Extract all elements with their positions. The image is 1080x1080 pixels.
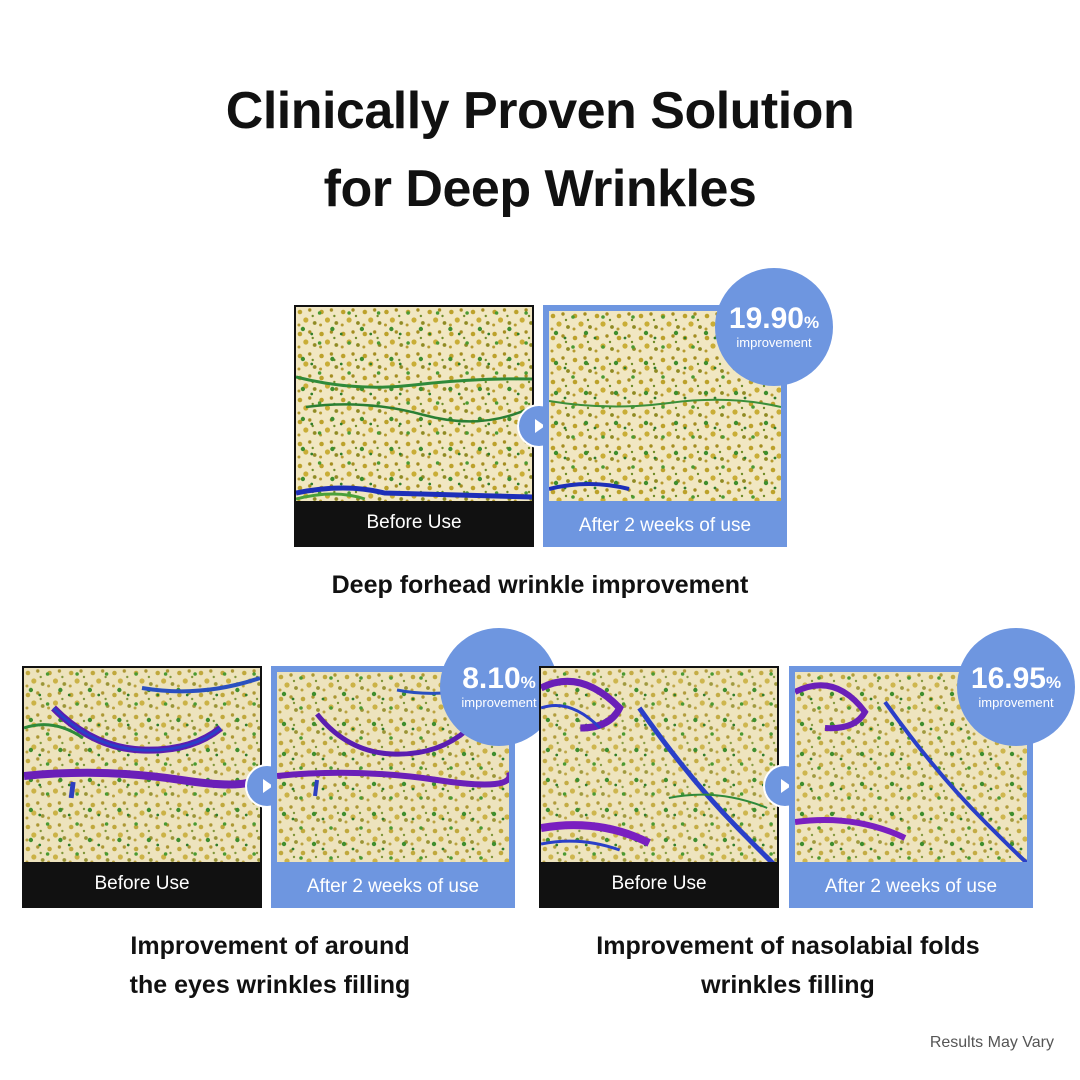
improvement-badge: 19.90% improvement — [715, 268, 833, 386]
disclaimer-note: Results May Vary — [929, 1034, 1054, 1051]
skin-scan-image — [24, 668, 260, 866]
improvement-value: 19.90 — [728, 302, 804, 335]
improvement-label: improvement — [736, 335, 812, 350]
page-title: Clinically Proven Solution for Deep Wrin… — [0, 72, 1080, 228]
caption-line-1: Deep forhead wrinkle improvement — [331, 571, 749, 599]
improvement-unit: % — [803, 313, 820, 332]
after-image-panel: After 2 weeks of use — [789, 666, 1033, 908]
before-label: Before Use — [24, 862, 260, 906]
comparison-caption: Deep forhead wrinkle improvement — [240, 566, 840, 605]
improvement-label: improvement — [978, 695, 1054, 710]
caption-line-2: the eyes wrinkles filling — [129, 971, 411, 999]
caption-line-1: Improvement of nasolabial folds — [596, 932, 980, 960]
improvement-value: 16.95 — [970, 662, 1046, 695]
improvement-label: improvement — [461, 695, 537, 710]
improvement-value: 8.10 — [462, 662, 521, 695]
comparison-caption: Improvement of nasolabial folds wrinkles… — [538, 927, 1038, 1005]
caption-line-1: Improvement of around — [130, 932, 410, 960]
before-label: Before Use — [541, 862, 777, 906]
improvement-badge: 8.10% improvement — [440, 628, 558, 746]
before-image-panel: Before Use — [294, 305, 534, 547]
title-line-2: for Deep Wrinkles — [323, 160, 757, 218]
before-label: Before Use — [296, 501, 532, 545]
after-label: After 2 weeks of use — [306, 876, 480, 897]
before-image-panel: Before Use — [539, 666, 779, 908]
comparison-caption: Improvement of around the eyes wrinkles … — [20, 927, 520, 1005]
skin-scan-image — [296, 307, 532, 505]
after-label: After 2 weeks of use — [578, 515, 752, 536]
improvement-unit: % — [520, 673, 536, 692]
skin-scan-image — [541, 668, 777, 866]
improvement-unit: % — [1045, 673, 1062, 692]
title-line-1: Clinically Proven Solution — [225, 82, 855, 140]
before-image-panel: Before Use — [22, 666, 262, 908]
improvement-badge: 16.95% improvement — [957, 628, 1075, 746]
caption-line-2: wrinkles filling — [701, 971, 875, 999]
after-label: After 2 weeks of use — [824, 876, 998, 897]
